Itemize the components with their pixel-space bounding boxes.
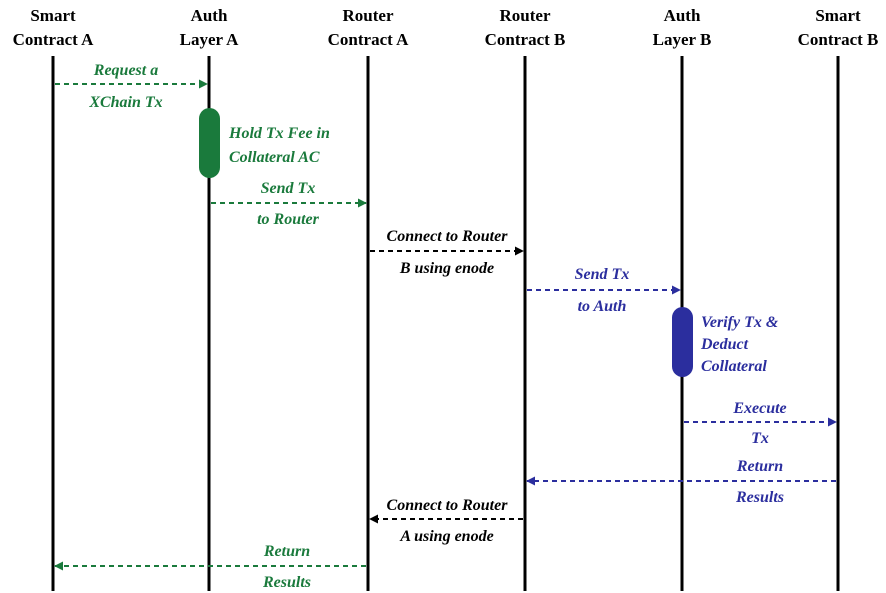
participant-name-line2: Layer B (653, 30, 712, 49)
participant-name-line1: Auth (664, 6, 701, 25)
message-label-line2: A using enode (399, 528, 493, 545)
message-label-line1: Return (736, 458, 783, 475)
activation-bar-hold-tx-fee (199, 108, 220, 178)
participant-header-router-a: Router Contract A (328, 6, 409, 49)
message-label-line1: Execute (732, 400, 786, 417)
participant-name-line1: Smart (30, 6, 76, 25)
message-label-line1: Connect to Router (387, 497, 509, 514)
message-send-tx-to-router: Send Tx to Router (211, 180, 367, 228)
participant-name-line2: Contract A (13, 30, 94, 49)
message-label-line2: B using enode (399, 260, 494, 277)
activation-label-line: Verify Tx & (701, 314, 779, 331)
message-label-line2: XChain Tx (88, 94, 162, 111)
participant-header-sc-a: Smart Contract A (13, 6, 94, 49)
message-execute-tx: Execute Tx (684, 400, 837, 447)
message-connect-to-router-a: Connect to Router A using enode (369, 497, 523, 545)
participant-name-line1: Router (500, 6, 551, 25)
activation-label-line: Collateral AC (229, 149, 320, 166)
activation-label-line: Hold Tx Fee in (228, 125, 330, 142)
message-connect-to-router-b: Connect to Router B using enode (370, 228, 524, 277)
participant-name-line2: Contract B (485, 30, 566, 49)
activation-label-line: Collateral (701, 358, 767, 375)
message-label-line1: Return (263, 543, 310, 560)
activation-label-hold-tx-fee: Hold Tx Fee in Collateral AC (228, 125, 330, 166)
message-label-line2: Tx (751, 430, 769, 447)
message-send-tx-to-auth: Send Tx to Auth (527, 266, 681, 315)
message-label-line2: to Auth (578, 298, 627, 315)
participant-name-line1: Router (343, 6, 394, 25)
participant-name-line1: Auth (191, 6, 228, 25)
message-return-results-b: Return Results (526, 458, 836, 506)
message-label-line2: Results (735, 489, 784, 506)
participant-header-auth-a: Auth Layer A (180, 6, 239, 49)
message-label-line2: Results (262, 574, 311, 591)
participant-name-line1: Smart (815, 6, 861, 25)
participant-header-router-b: Router Contract B (485, 6, 566, 49)
participant-name-line2: Contract B (798, 30, 879, 49)
activation-label-verify-tx: Verify Tx & Deduct Collateral (700, 314, 779, 375)
message-label-line2: to Router (257, 211, 320, 228)
participant-header-auth-b: Auth Layer B (653, 6, 712, 49)
message-request-xchain-tx: Request a XChain Tx (55, 62, 208, 111)
participant-header-sc-b: Smart Contract B (798, 6, 879, 49)
message-label-line1: Connect to Router (387, 228, 509, 245)
activation-bar-verify-tx (672, 307, 693, 377)
activation-label-line: Deduct (700, 336, 749, 353)
participant-name-line2: Contract A (328, 30, 409, 49)
message-label-line1: Send Tx (261, 180, 316, 197)
participant-name-line2: Layer A (180, 30, 239, 49)
message-label-line1: Request a (93, 62, 158, 79)
message-return-results-a: Return Results (54, 543, 366, 591)
message-label-line1: Send Tx (575, 266, 630, 283)
